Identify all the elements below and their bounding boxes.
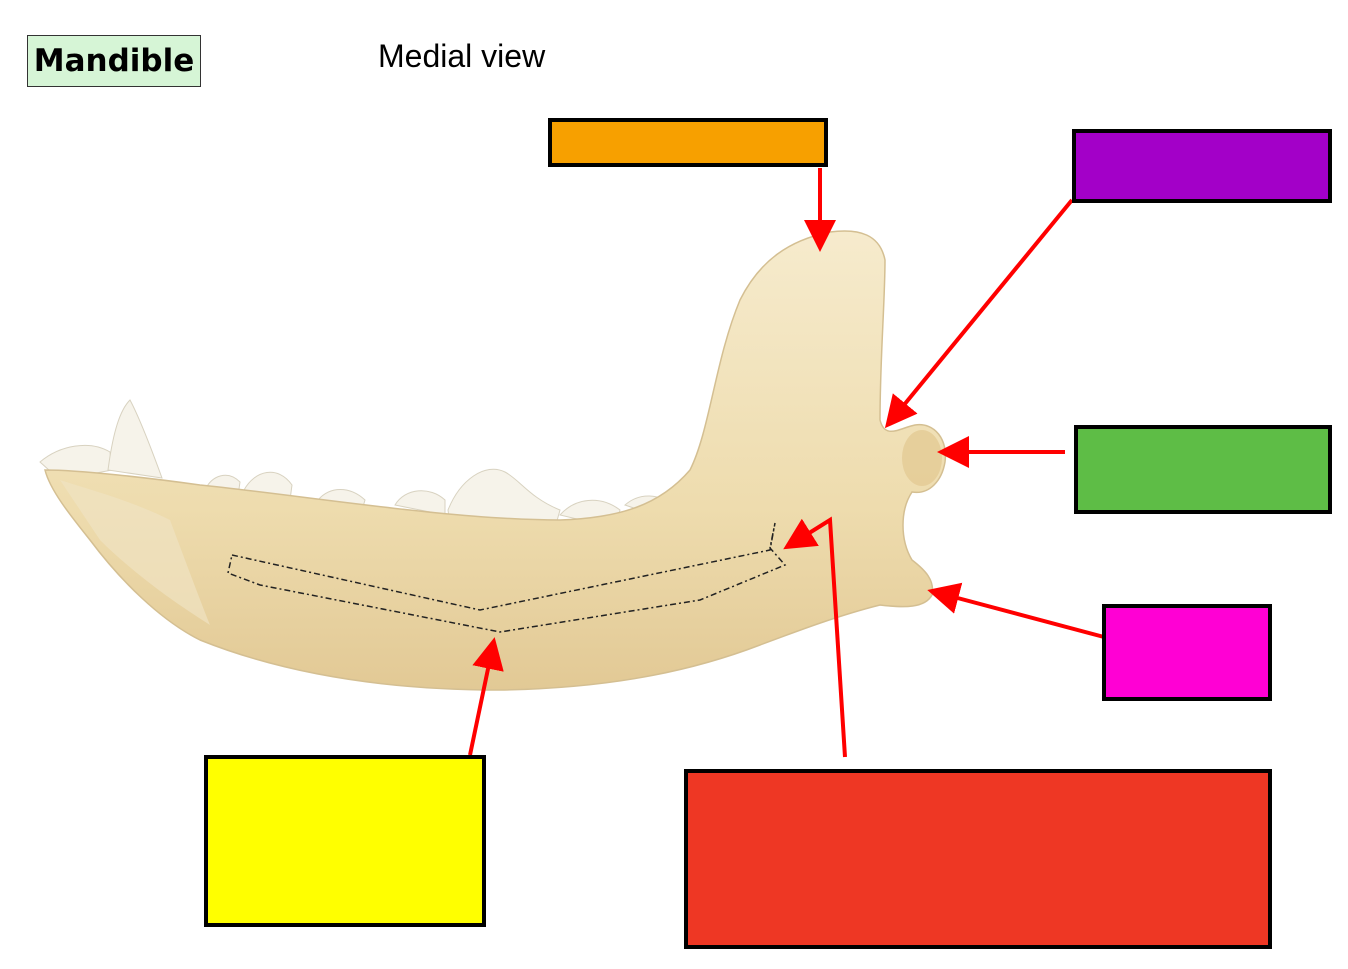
- mandible-bone: [44, 230, 947, 691]
- title-box: Mandible: [27, 35, 201, 87]
- condyle-shading: [902, 430, 942, 486]
- label-box-mylohyoid[interactable]: [204, 755, 486, 927]
- pointer-arrows: [468, 168, 1105, 758]
- arrow-angular: [927, 582, 1105, 639]
- subtitle: Medial view: [378, 38, 546, 74]
- arrow-mylohyoid: [468, 637, 504, 756]
- mylohyoid-outline: [227, 522, 787, 633]
- label-box-angular[interactable]: [1102, 604, 1272, 701]
- label-box-foramen[interactable]: [684, 769, 1272, 949]
- label-box-notch[interactable]: [1072, 129, 1332, 203]
- arrow-foramen: [783, 516, 847, 758]
- label-box-coronoid[interactable]: [548, 118, 828, 167]
- label-box-condyle[interactable]: [1074, 425, 1332, 514]
- incisive-region: [60, 480, 210, 625]
- arrow-notch: [884, 198, 1074, 429]
- title-text: Mandible: [33, 43, 195, 79]
